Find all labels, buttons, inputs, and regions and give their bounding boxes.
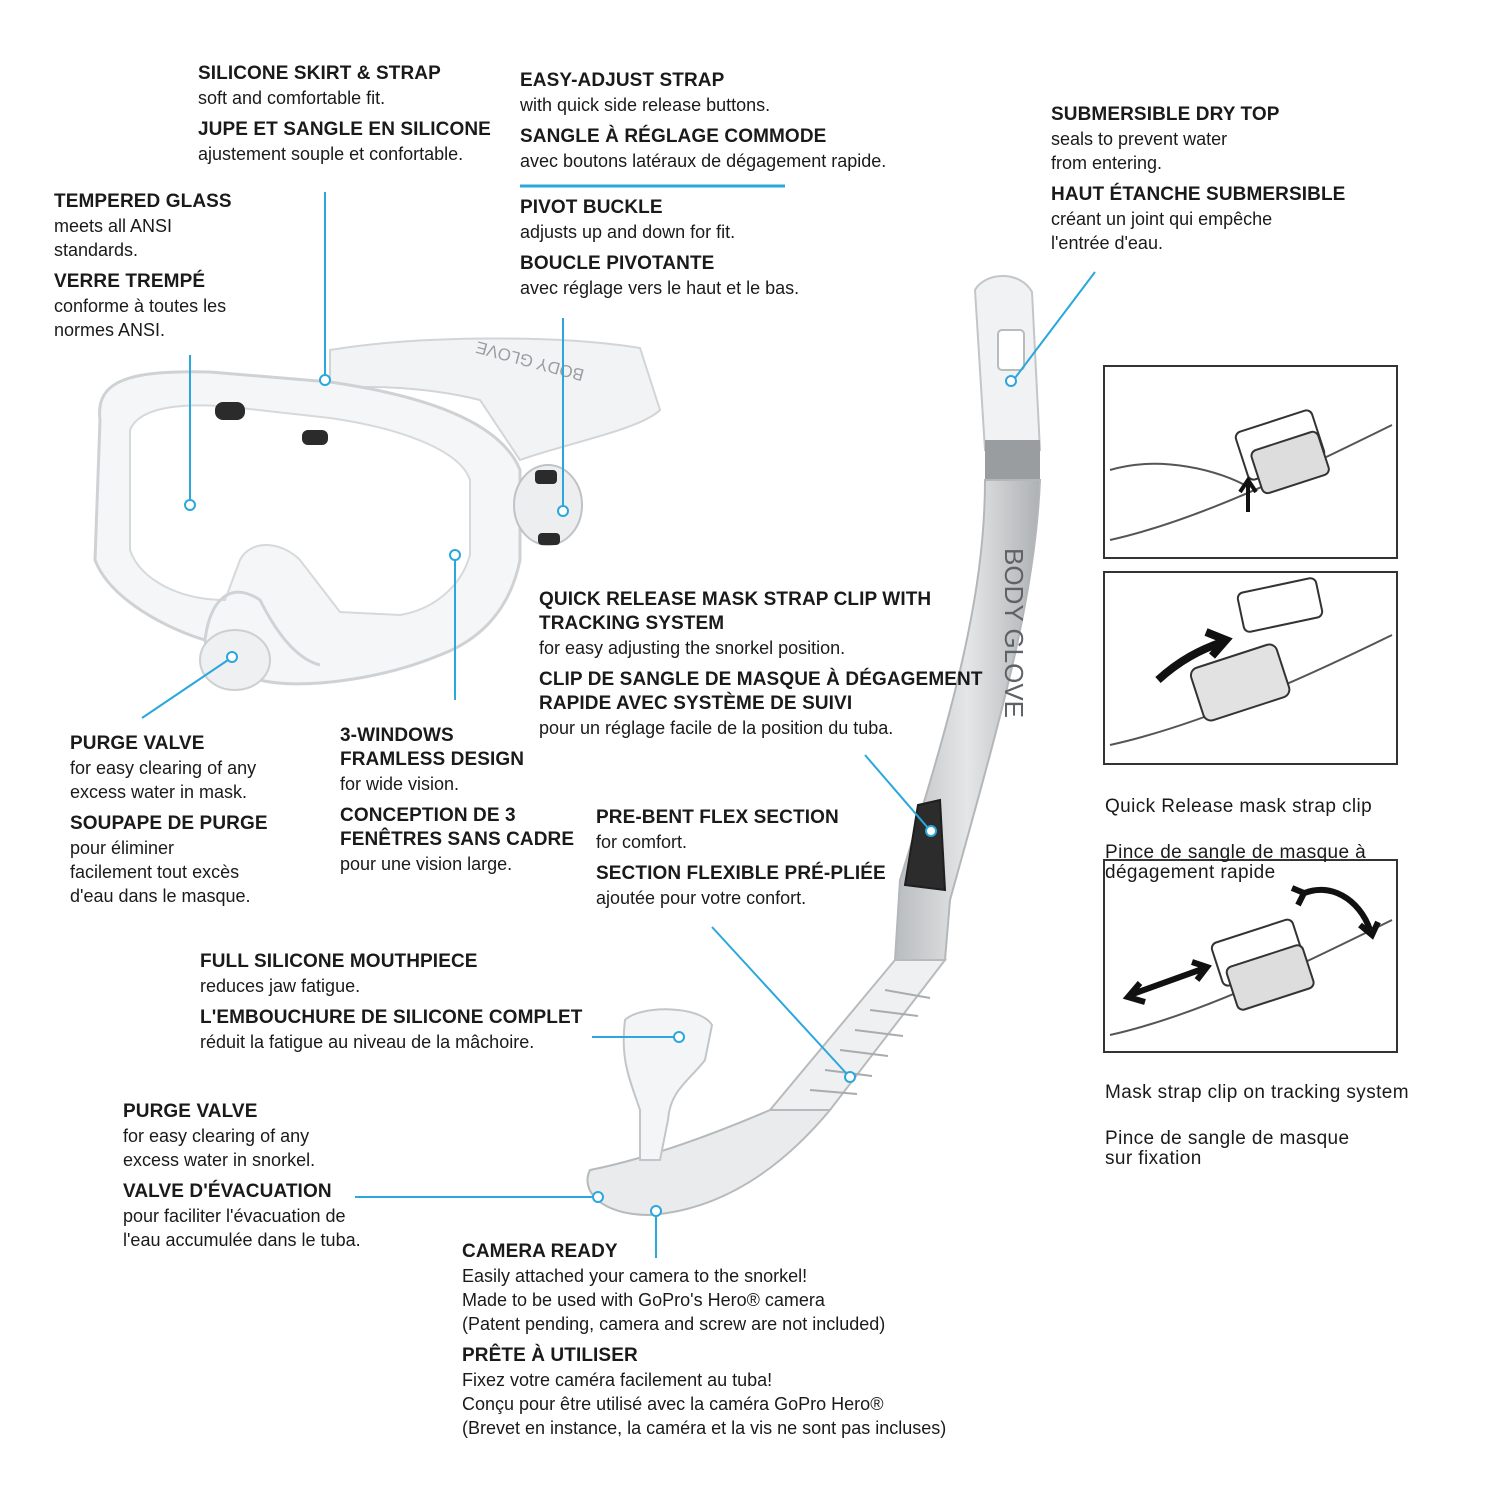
callout-desc: for easy clearing of any excess water in… bbox=[70, 758, 257, 802]
callout-desc-fr: créant un joint qui empêche l'entrée d'e… bbox=[1051, 209, 1273, 253]
callout-title: FULL SILICONE MOUTHPIECE bbox=[200, 951, 478, 972]
callout-desc-fr: pour une vision large. bbox=[340, 854, 513, 874]
callout-desc: soft and comfortable fit. bbox=[198, 88, 386, 108]
snorkel-brand-mark: BODY GLOVE bbox=[999, 548, 1029, 718]
callout-desc: with quick side release buttons. bbox=[520, 95, 771, 115]
callout-desc: reduces jaw fatigue. bbox=[200, 976, 361, 996]
callout-dry-top: SUBMERSIBLE DRY TOP seals to prevent wat… bbox=[1051, 103, 1345, 255]
caption-fr: Pince de sangle de masque à dégagement r… bbox=[1105, 842, 1367, 883]
callout-silicone-skirt: SILICONE SKIRT & STRAP soft and comforta… bbox=[198, 62, 491, 166]
callout-desc-fr: avec réglage vers le haut et le bas. bbox=[520, 278, 800, 298]
callout-desc: for wide vision. bbox=[340, 774, 460, 794]
callout-purge-valve-mask: PURGE VALVE for easy clearing of any exc… bbox=[70, 732, 268, 908]
mask-strap: BODY GLOVE bbox=[329, 337, 662, 462]
callout-title-fr: L'EMBOUCHURE DE SILICONE COMPLET bbox=[200, 1007, 583, 1028]
callout-title: TEMPERED GLASS bbox=[54, 191, 232, 212]
mask-frame bbox=[93, 370, 583, 691]
callout-title-fr: SOUPAPE DE PURGE bbox=[70, 813, 268, 834]
callout-desc: meets all ANSI standards. bbox=[54, 216, 173, 260]
callout-desc-fr: pour un réglage facile de la position du… bbox=[539, 718, 894, 738]
callout-purge-valve-snorkel: PURGE VALVE for easy clearing of any exc… bbox=[123, 1100, 361, 1252]
caption-en: Quick Release mask strap clip bbox=[1105, 796, 1373, 817]
callout-tempered-glass: TEMPERED GLASS meets all ANSI standards.… bbox=[54, 190, 232, 342]
callout-title: PURGE VALVE bbox=[70, 733, 205, 754]
callout-flex-section: PRE-BENT FLEX SECTION for comfort. SECTI… bbox=[596, 806, 886, 910]
callout-title-fr: SECTION FLEXIBLE PRÉ-PLIÉE bbox=[596, 863, 886, 884]
caption-tracking-system: Mask strap clip on tracking system Pince… bbox=[1105, 1063, 1409, 1189]
callout-desc: for easy adjusting the snorkel position. bbox=[539, 638, 846, 658]
callout-desc: for easy clearing of any excess water in… bbox=[123, 1126, 316, 1170]
callout-title-fr: VERRE TREMPÉ bbox=[54, 271, 206, 292]
callout-title: QUICK RELEASE MASK STRAP CLIP WITH TRACK… bbox=[539, 589, 932, 634]
callout-mouthpiece: FULL SILICONE MOUTHPIECE reduces jaw fat… bbox=[200, 950, 582, 1054]
callout-three-windows: 3-WINDOWS FRAMLESS DESIGN for wide visio… bbox=[340, 724, 574, 876]
callout-desc-fr: pour faciliter l'évacuation de l'eau acc… bbox=[123, 1206, 361, 1250]
callout-title-fr: CONCEPTION DE 3 FENÊTRES SANS CADRE bbox=[340, 805, 575, 850]
caption-en: Mask strap clip on tracking system bbox=[1105, 1082, 1409, 1103]
callout-desc-fr: conforme à toutes les normes ANSI. bbox=[54, 296, 227, 340]
callout-title: PIVOT BUCKLE bbox=[520, 197, 663, 218]
callout-title: PRE-BENT FLEX SECTION bbox=[596, 807, 839, 828]
callout-quick-release-clip: QUICK RELEASE MASK STRAP CLIP WITH TRACK… bbox=[539, 588, 983, 740]
callout-desc-fr: ajustement souple et confortable. bbox=[198, 144, 464, 164]
callout-title: SILICONE SKIRT & STRAP bbox=[198, 63, 441, 84]
detail-panel-tracking bbox=[1103, 859, 1398, 1053]
callout-title-fr: HAUT ÉTANCHE SUBMERSIBLE bbox=[1051, 184, 1346, 205]
detail-panel-clip-detach bbox=[1103, 571, 1398, 765]
callout-desc: Easily attached your camera to the snork… bbox=[462, 1266, 886, 1334]
callout-title: SUBMERSIBLE DRY TOP bbox=[1051, 104, 1280, 125]
callout-title-fr: JUPE ET SANGLE EN SILICONE bbox=[198, 119, 491, 140]
callout-desc-fr: pour éliminer facilement tout excès d'ea… bbox=[70, 838, 251, 906]
snorkel: BODY GLOVE bbox=[586, 275, 1042, 1217]
detail-panel-clip-release bbox=[1103, 365, 1398, 559]
callout-title-fr: PRÊTE À UTILISER bbox=[462, 1345, 638, 1366]
callout-desc: adjusts up and down for fit. bbox=[520, 222, 736, 242]
callout-desc: seals to prevent water from entering. bbox=[1051, 129, 1228, 173]
callout-title: 3-WINDOWS FRAMLESS DESIGN bbox=[340, 725, 525, 770]
leader-lines bbox=[141, 192, 1096, 1258]
callout-desc-fr: ajoutée pour votre confort. bbox=[596, 888, 807, 908]
callout-desc: for comfort. bbox=[596, 832, 688, 852]
callout-title-fr: BOUCLE PIVOTANTE bbox=[520, 253, 715, 274]
callout-title: PURGE VALVE bbox=[123, 1101, 258, 1122]
callout-easy-adjust-strap: EASY-ADJUST STRAP with quick side releas… bbox=[520, 69, 886, 173]
callout-title: CAMERA READY bbox=[462, 1241, 618, 1262]
callout-camera-ready: CAMERA READY Easily attached your camera… bbox=[462, 1240, 946, 1440]
caption-quick-release-clip: Quick Release mask strap clip Pince de s… bbox=[1105, 777, 1372, 903]
callout-title: EASY-ADJUST STRAP bbox=[520, 70, 725, 91]
callout-title-fr: VALVE D'ÉVACUATION bbox=[123, 1181, 332, 1202]
callout-title-fr: SANGLE À RÉGLAGE COMMODE bbox=[520, 126, 827, 147]
callout-desc-fr: avec boutons latéraux de dégagement rapi… bbox=[520, 151, 887, 171]
callout-desc-fr: réduit la fatigue au niveau de la mâchoi… bbox=[200, 1032, 535, 1052]
callout-title-fr: CLIP DE SANGLE DE MASQUE À DÉGAGEMENT RA… bbox=[539, 669, 983, 714]
caption-fr: Pince de sangle de masque sur fixation bbox=[1105, 1128, 1350, 1169]
callout-pivot-buckle: PIVOT BUCKLE adjusts up and down for fit… bbox=[520, 196, 799, 300]
callout-desc-fr: Fixez votre caméra facilement au tuba! C… bbox=[462, 1370, 947, 1438]
